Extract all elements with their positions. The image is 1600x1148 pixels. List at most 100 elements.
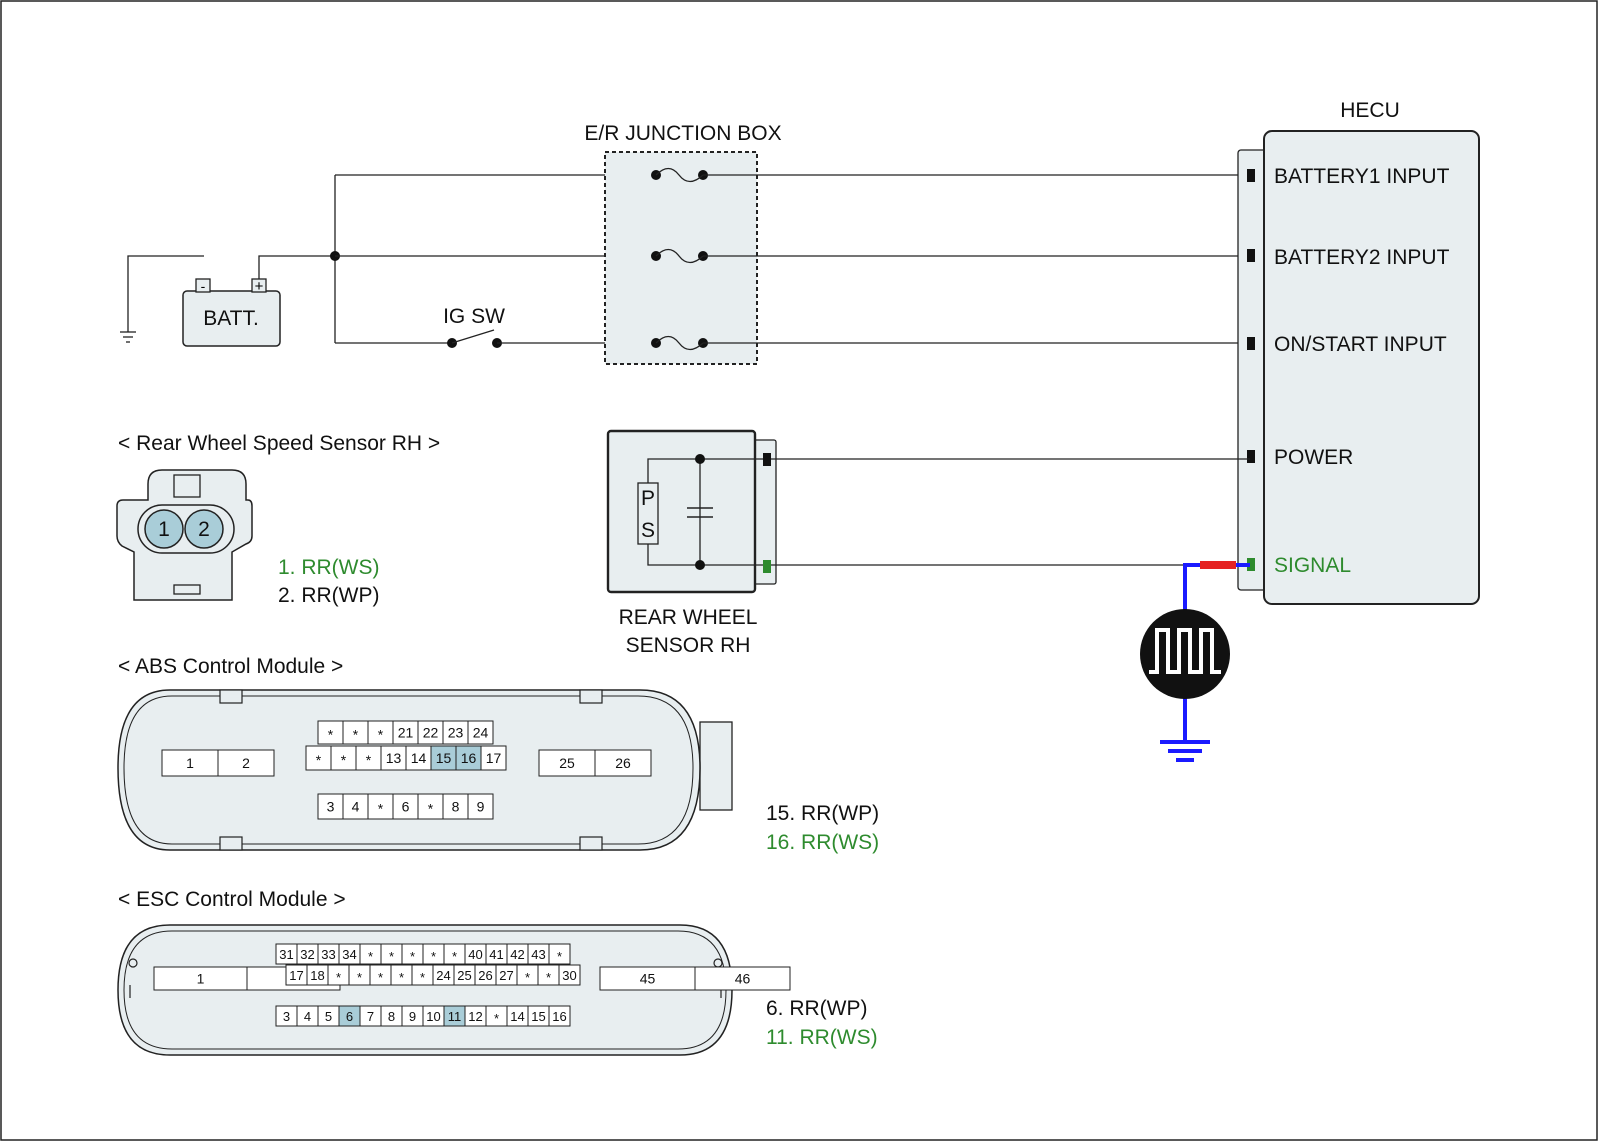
battery: - + BATT. [182,278,281,347]
esc-pin-label: 33 [321,947,335,962]
abs-pin-label: 26 [615,755,631,771]
esc-pin-cell [548,1005,571,1027]
abs-pin-cell [305,745,332,771]
junction-box-label: E/R JUNCTION BOX [584,122,781,145]
abs-pin-label: * [366,752,372,768]
battery-label: BATT. [203,307,259,330]
abs-pin-cell [405,745,432,771]
capacitor-icon [687,507,713,518]
hecu-pin-signal [1247,558,1255,571]
esc-pin-label: 27 [499,968,513,983]
esc-pin-label: 43 [531,947,545,962]
ps-label-s: S [641,519,655,542]
esc-connector: 12454631323334*****40414243*1718*****242… [117,924,791,1056]
esc-connector-housing [117,924,733,1056]
esc-pin-label: 25 [457,968,471,983]
ig-switch: IG SW [443,305,505,348]
hecu-pin-label-power: POWER [1274,446,1353,469]
hecu: HECU BATTERY1 INPUT BATTERY2 INPUT ON/ST… [1237,99,1480,605]
abs-pin-label: 21 [398,725,414,741]
abs-pin-label: 2 [242,755,250,771]
battery-ground-icon [120,255,204,343]
sensor-body [606,429,757,594]
rear-wheel-sensor: P S REAR WHEEL SENSOR RH [606,429,777,657]
sensor-label-line1: REAR WHEEL [619,606,758,629]
esc-pin-label: 45 [640,971,656,987]
esc-pin-label: 32 [300,947,314,962]
abs-pin-label: 23 [448,725,464,741]
battery-pos-label: + [255,278,264,295]
abs-pin-cell [217,749,275,777]
battery-neg-terminal [195,278,211,293]
esc-connector-title: < ESC Control Module > [118,888,346,911]
esc-pin-label: 26 [478,968,492,983]
abs-pin-label: 9 [477,799,485,815]
hecu-pin-label-battery1: BATTERY1 INPUT [1274,165,1450,188]
esc-pin-label: * [557,949,562,964]
esc-pin-label: 18 [310,968,324,983]
abs-pin-cell [342,793,369,820]
esc-pin-cell [548,943,571,965]
abs-pin-label: * [341,752,347,768]
hecu-pin-label-signal: SIGNAL [1274,554,1351,577]
abs-pin-label: 25 [559,755,575,771]
esc-pin-cell [558,964,581,986]
esc-pin-label: * [399,970,404,985]
esc-pin-label: 31 [279,947,293,962]
esc-pin-label: * [378,970,383,985]
abs-legend-1: 15. RR(WP) [766,802,879,825]
abs-pin-label: * [316,752,322,768]
abs-pin-cell [594,749,652,777]
abs-pin-cell [480,745,507,771]
fuse-1-icon [651,167,708,183]
hecu-pin-on-start [1247,337,1255,350]
abs-pin-label: * [428,801,434,817]
abs-pin-cell [355,745,382,771]
hecu-pin-label-on-start: ON/START INPUT [1274,333,1447,356]
abs-pin-label: 14 [411,750,427,766]
abs-pin-label: 13 [386,750,402,766]
esc-pin-label: * [336,970,341,985]
abs-legend-2: 16. RR(WS) [766,831,879,854]
wheel-sensor-pin-1 [144,509,184,549]
hecu-pin-battery2 [1247,249,1255,262]
esc-pin-label: 16 [552,1009,566,1024]
abs-pin-label: 8 [452,799,460,815]
ps-element [637,482,659,545]
wheel-sensor-legend-2: 2. RR(WP) [278,584,380,607]
ig-switch-label: IG SW [443,305,505,328]
esc-legend-2: 11. RR(WS) [766,1026,878,1049]
esc-pin-label: 11 [448,1009,462,1024]
esc-pin-label: 4 [304,1009,311,1024]
abs-pin-label: * [378,801,384,817]
sensor-pin-signal [763,560,771,573]
wheel-sensor-pin-2-label: 2 [198,518,210,541]
esc-pin-label: 34 [342,947,356,962]
esc-pin-label: 17 [289,968,303,983]
esc-pin-label: * [431,949,436,964]
abs-pin-label: 4 [352,799,360,815]
esc-pin-label: 46 [735,971,751,987]
hecu-label: HECU [1340,99,1400,122]
esc-pin-label: 24 [436,968,450,983]
esc-pin-label: * [420,970,425,985]
wheel-sensor-pin-2 [184,509,224,549]
esc-pin-label: * [410,949,415,964]
esc-pin-cell [694,966,791,991]
hecu-body [1263,130,1480,605]
abs-pin-label: * [328,727,334,743]
esc-pin-label: 10 [426,1009,440,1024]
wheel-sensor-legend-1: 1. RR(WS) [278,556,380,579]
battery-body [182,290,281,347]
esc-pin-label: * [368,949,373,964]
esc-pin-label: * [546,970,551,985]
abs-pin-cell [380,745,407,771]
abs-pin-label: 24 [473,725,489,741]
esc-legend-1: 6. RR(WP) [766,997,868,1020]
abs-pin-label: 3 [327,799,335,815]
esc-pin-label: 30 [562,968,576,983]
